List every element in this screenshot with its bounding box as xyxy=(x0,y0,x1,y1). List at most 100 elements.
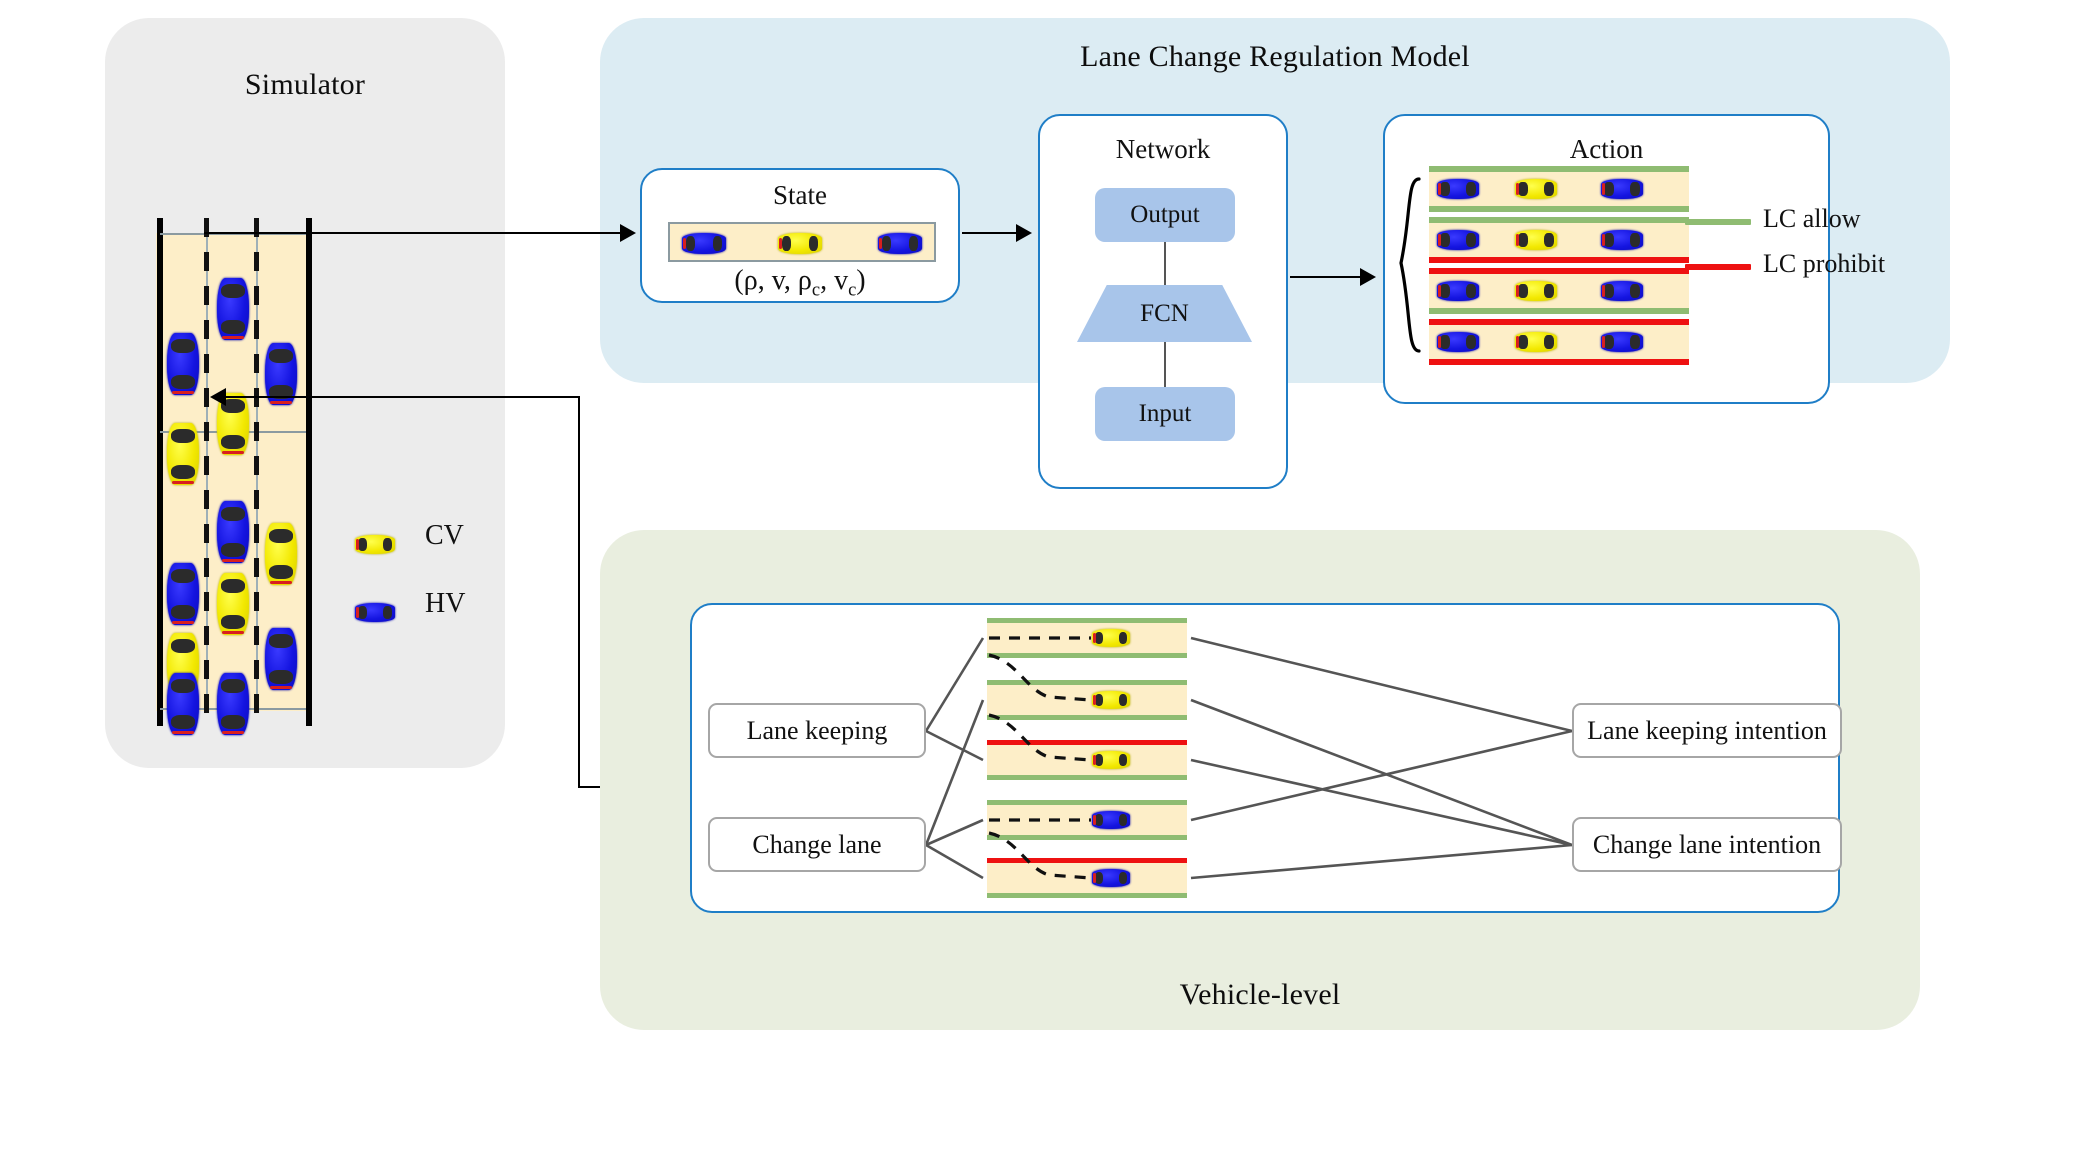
action-car-hv-2-2 xyxy=(1601,281,1643,301)
vl-rule-bottom-allow-2 xyxy=(987,775,1187,780)
state-car-cv-center xyxy=(778,233,822,254)
vl-lane-strip-2 xyxy=(987,740,1187,780)
action-car-hv-0-0 xyxy=(1437,179,1479,199)
arrow-state-to-network-head xyxy=(1016,224,1032,242)
vl-box-change-lane[interactable]: Change lane xyxy=(708,817,926,872)
vl-rule-top-allow-3 xyxy=(987,800,1187,805)
vl-link-left-2 xyxy=(925,729,984,762)
lc-allow-swatch xyxy=(1685,219,1751,225)
vehicle-level-title: Vehicle-level xyxy=(1179,978,1341,1011)
simulator-car-hv-0 xyxy=(217,278,249,340)
action-car-hv-3-0 xyxy=(1437,332,1479,352)
action-rule-top-allow-0 xyxy=(1429,166,1689,172)
action-rule-top-prohibit-3 xyxy=(1429,319,1689,325)
vl-box-change-lane-intention[interactable]: Change lane intention xyxy=(1572,817,1842,872)
simulator-car-hv-7 xyxy=(167,563,199,625)
action-car-hv-0-2 xyxy=(1601,179,1643,199)
action-card: Action LC allow LC prohibit xyxy=(1383,114,1885,404)
simulator-vehicles xyxy=(105,18,505,768)
vl-rule-bottom-allow-3 xyxy=(987,835,1187,840)
network-input-block: Input xyxy=(1095,387,1235,441)
action-title: Action xyxy=(1569,134,1644,164)
arrow-network-to-action-head xyxy=(1360,268,1376,286)
feedback-arrow-head xyxy=(210,388,226,406)
vl-link-left-3 xyxy=(925,818,984,847)
state-card: State (ρ, v, ρc, vc) xyxy=(640,168,960,303)
vl-rule-top-prohibit-2 xyxy=(987,740,1187,745)
network-output-block: Output xyxy=(1095,188,1235,242)
simulator-car-cv-6 xyxy=(265,523,297,585)
vl-rule-bottom-allow-4 xyxy=(987,893,1187,898)
action-car-cv-1-1 xyxy=(1515,230,1557,250)
action-car-cv-0-1 xyxy=(1515,179,1557,199)
vl-link-left-4 xyxy=(925,843,984,880)
action-rule-bottom-allow-2 xyxy=(1429,308,1689,314)
vl-lane-strip-4 xyxy=(987,858,1187,898)
vl-box-lane-keeping-intention[interactable]: Lane keeping intention xyxy=(1572,703,1842,758)
vl-rule-top-prohibit-4 xyxy=(987,858,1187,863)
action-car-cv-2-1 xyxy=(1515,281,1557,301)
state-formula: (ρ, v, ρc, vc) xyxy=(734,265,866,300)
vl-car-hv-4 xyxy=(1092,869,1130,887)
lc-prohibit-swatch xyxy=(1685,264,1751,270)
network-wire-output-fcn xyxy=(1164,242,1166,285)
network-wire-fcn-input xyxy=(1164,342,1166,387)
simulator-car-hv-1 xyxy=(167,333,199,395)
action-lane-strip-1 xyxy=(1429,217,1689,263)
lc-allow-label: LC allow xyxy=(1763,204,1861,233)
legend-label-hv: HV xyxy=(425,588,466,619)
state-title: State xyxy=(773,180,827,210)
vl-car-cv-1 xyxy=(1092,691,1130,709)
simulator-car-hv-5 xyxy=(217,501,249,563)
network-card: Network Output FCN Input xyxy=(1038,114,1288,489)
action-car-hv-2-0 xyxy=(1437,281,1479,301)
state-lane-strip xyxy=(668,222,936,262)
legend-car-cv xyxy=(355,535,395,554)
vl-car-cv-0 xyxy=(1092,629,1130,647)
action-lane-strip-0 xyxy=(1429,166,1689,212)
network-fcn-block: FCN xyxy=(1077,285,1252,342)
vl-link-right-4 xyxy=(1190,843,1573,880)
lane-marking-dashed-1 xyxy=(204,218,209,728)
legend-label-cv: CV xyxy=(425,520,464,551)
vl-car-cv-2 xyxy=(1092,751,1130,769)
action-car-hv-3-2 xyxy=(1601,332,1643,352)
arrow-simulator-to-state-line xyxy=(204,232,622,235)
simulator-car-cv-4 xyxy=(167,423,199,485)
vl-link-left-0 xyxy=(924,637,985,732)
action-rule-top-prohibit-2 xyxy=(1429,268,1689,274)
simulator-car-hv-11 xyxy=(167,673,199,735)
vehicle-level-card: Lane keeping Change lane Lane keeping in… xyxy=(690,603,1842,913)
simulator-car-hv-10 xyxy=(265,628,297,690)
action-lane-strip-2 xyxy=(1429,268,1689,314)
action-car-cv-3-1 xyxy=(1515,332,1557,352)
action-rule-bottom-prohibit-3 xyxy=(1429,359,1689,365)
vl-rule-bottom-allow-1 xyxy=(987,715,1187,720)
arrow-state-to-network-line xyxy=(962,232,1018,235)
legend-car-hv xyxy=(355,603,395,622)
action-lane-strip-3 xyxy=(1429,319,1689,365)
vl-link-right-0 xyxy=(1190,636,1573,733)
vl-rule-top-allow-1 xyxy=(987,680,1187,685)
vl-link-right-1 xyxy=(1190,698,1573,847)
arrow-network-to-action-line xyxy=(1290,276,1362,279)
feedback-line-vertical xyxy=(578,396,581,788)
action-row-list xyxy=(1429,166,1689,365)
simulator-title: Simulator xyxy=(244,68,366,101)
road-right-edge xyxy=(306,218,312,726)
state-car-hv-left xyxy=(682,233,726,254)
vl-link-right-2 xyxy=(1190,758,1573,847)
road-left-edge xyxy=(157,218,163,726)
vl-lane-strip-0 xyxy=(987,618,1187,658)
simulator-car-hv-12 xyxy=(217,673,249,735)
action-rule-bottom-prohibit-1 xyxy=(1429,257,1689,263)
state-car-hv-right xyxy=(878,233,922,254)
arrow-simulator-to-state-head xyxy=(620,224,636,242)
action-car-hv-1-2 xyxy=(1601,230,1643,250)
vl-box-lane-keeping[interactable]: Lane keeping xyxy=(708,703,926,758)
vl-link-left-1 xyxy=(924,699,985,846)
action-brace xyxy=(1397,176,1423,354)
lane-marking-dashed-2 xyxy=(254,218,259,728)
action-rule-top-allow-1 xyxy=(1429,217,1689,223)
lcrm-title: Lane Change Regulation Model xyxy=(1080,40,1470,73)
